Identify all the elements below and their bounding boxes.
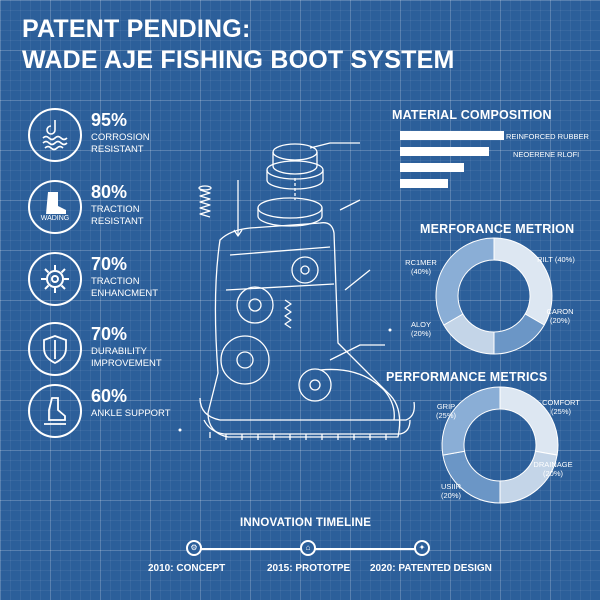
stat-durability: 70% DURABILITY IMPROVEMENT (28, 322, 208, 382)
chart1-title: MERFORANCE METRION (420, 222, 575, 236)
donut1-label-3: RC1MER (40%) (405, 258, 437, 276)
boot-exploded-diagram (178, 142, 415, 440)
donut2-slice-3 (441, 386, 501, 456)
page-title: PATENT PENDING: WADE AJE FISHING BOOT SY… (22, 14, 455, 76)
timeline-label-2: 2020: PATENTED DESIGN (370, 563, 492, 574)
stat-percent: 95% (91, 110, 128, 130)
timeline-label-1: 2015: PROTOTPE (267, 563, 351, 574)
material-bar-1 (400, 147, 489, 156)
boot-icon: WADING (28, 180, 82, 234)
gear-icon (28, 252, 82, 306)
material-bar-0 (400, 131, 504, 140)
ankle-icon (28, 384, 82, 438)
timeline-node-2015: ⌂ (300, 540, 316, 556)
donut2-label-3: GRIP (25%) (435, 402, 456, 420)
title-line-1: PATENT PENDING: (22, 15, 251, 43)
donut2-label-2: USIIR (20%) (440, 482, 461, 500)
donut-chart-2 (441, 386, 559, 504)
stat-percent: 70% (91, 324, 128, 344)
stat-percent: 70% (91, 254, 128, 274)
donut1-slice-3 (435, 237, 495, 326)
stat-percent: 80% (91, 182, 128, 202)
stat-traction-resistant: WADING 80% TRACTION RESISTANT (28, 180, 208, 240)
shield-icon (28, 322, 82, 376)
donut2-label-0: COMFORT (25%) (542, 398, 580, 416)
bar-label-1: NEOERENE RLOFI (513, 150, 580, 159)
icon-caption: WADING (40, 215, 70, 222)
stat-percent: 60% (91, 386, 128, 406)
chart2-title: PERFORMANCE METRICS (386, 370, 548, 384)
material-title: MATERIAL COMPOSITION (392, 108, 552, 122)
timeline-label-0: 2010: CONCEPT (148, 563, 226, 574)
stat-label: CORROSION RESISTANT (91, 132, 150, 155)
stat-label: TRACTION ENHANCMENT (91, 276, 159, 299)
donut1-label-2: ALOY (20%) (410, 320, 431, 338)
title-line-2: WADE AJE FISHING BOOT SYSTEM (22, 46, 455, 74)
timeline-title: INNOVATION TIMELINE (240, 517, 372, 529)
donut-chart-1 (435, 237, 553, 355)
timeline-node-2010: ⚙ (186, 540, 202, 556)
donut1-label-1: CARON (20%) (546, 307, 574, 325)
stat-traction-enhancement: 70% TRACTION ENHANCMENT (28, 252, 208, 312)
water-hook-icon (28, 108, 82, 162)
material-bar-2 (400, 163, 464, 172)
donut1-label-0: RILT (40%) (537, 255, 575, 264)
stat-label: DURABILITY IMPROVEMENT (91, 346, 162, 369)
bar-label-0: REINFORCED RUBBER (506, 132, 589, 141)
material-bar-3 (400, 179, 448, 188)
timeline-node-2020: ✦ (414, 540, 430, 556)
donut2-label-1: DRAINAGE (20%) (533, 460, 573, 478)
stat-ankle-support: 60% ANKLE SUPPORT (28, 384, 208, 444)
stat-label: TRACTION RESISTANT (91, 204, 144, 227)
stat-corrosion: 95% CORROSION RESISTANT (28, 108, 208, 168)
stat-label: ANKLE SUPPORT (91, 408, 171, 419)
